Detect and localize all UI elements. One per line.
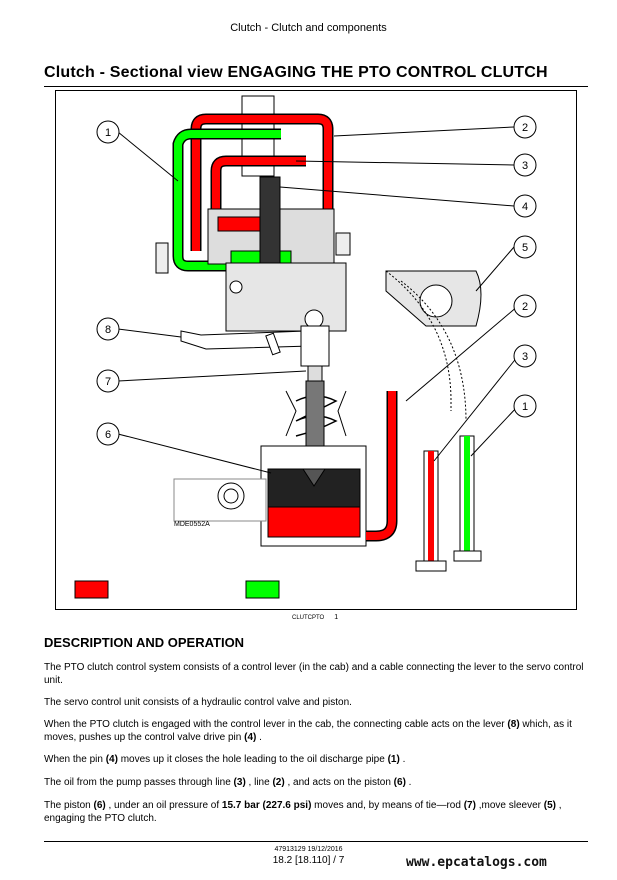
legend-red-swatch [74,580,109,599]
callout-4: 4 [522,201,528,213]
tie-rod [300,325,330,367]
figure-number: 1 [334,614,339,621]
callout-2-lower: 2 [522,301,528,313]
pipe-1-green [174,130,281,270]
lever-8 [180,330,312,350]
callout-6: 6 [105,429,111,441]
section-heading: DESCRIPTION AND OPERATION [44,635,245,650]
watermark: www.epcatalogs.com [406,855,547,870]
callout-3-lower: 3 [522,351,528,363]
callout-2: 2 [522,122,528,134]
callout-1: 1 [105,127,111,139]
figure-ref: CLUTCPTO [292,615,325,621]
paragraph-5: The oil from the pump passes through lin… [44,777,412,788]
callout-7: 7 [105,376,111,388]
callout-1-lower: 1 [522,401,528,413]
footer-doc-id: 47913129 19/12/2016 [274,846,343,853]
pressure-chamber [267,506,361,538]
sectional-figure: MDE0552A [55,90,577,610]
callout-8: 8 [105,324,111,336]
pipe-2-red [192,115,332,251]
footer-page-number: 18.2 [18.110] / 7 [272,855,345,866]
paragraph-3: When the PTO clutch is engaged with the … [44,719,572,743]
figure-caption: CLUTCPTO 1 [292,614,338,621]
paragraph-6: The piston (6) , under an oil pressure o… [44,800,562,824]
page-header: Clutch - Clutch and components [230,22,387,34]
paragraph-2: The servo control unit consists of a hyd… [44,697,352,708]
legend-green-swatch [245,580,280,599]
pipe-3-red [212,157,306,211]
footer-rule [44,841,588,842]
pipe-2-red-lower [366,391,396,540]
callout-5: 5 [522,242,528,254]
paragraph-4: When the pin (4) moves up it closes the … [44,754,406,765]
paragraph-1: The PTO clutch control system consists o… [44,662,584,686]
callouts: 1 2 3 4 5 2 3 1 8 7 6 [96,115,537,446]
figure-code: MDE0552A [174,521,210,528]
pto-clutch-diagram: MDE0552A [74,95,537,599]
page-title: Clutch - Sectional view ENGAGING THE PTO… [44,64,548,81]
title-rule [44,86,588,87]
callout-3: 3 [522,160,528,172]
